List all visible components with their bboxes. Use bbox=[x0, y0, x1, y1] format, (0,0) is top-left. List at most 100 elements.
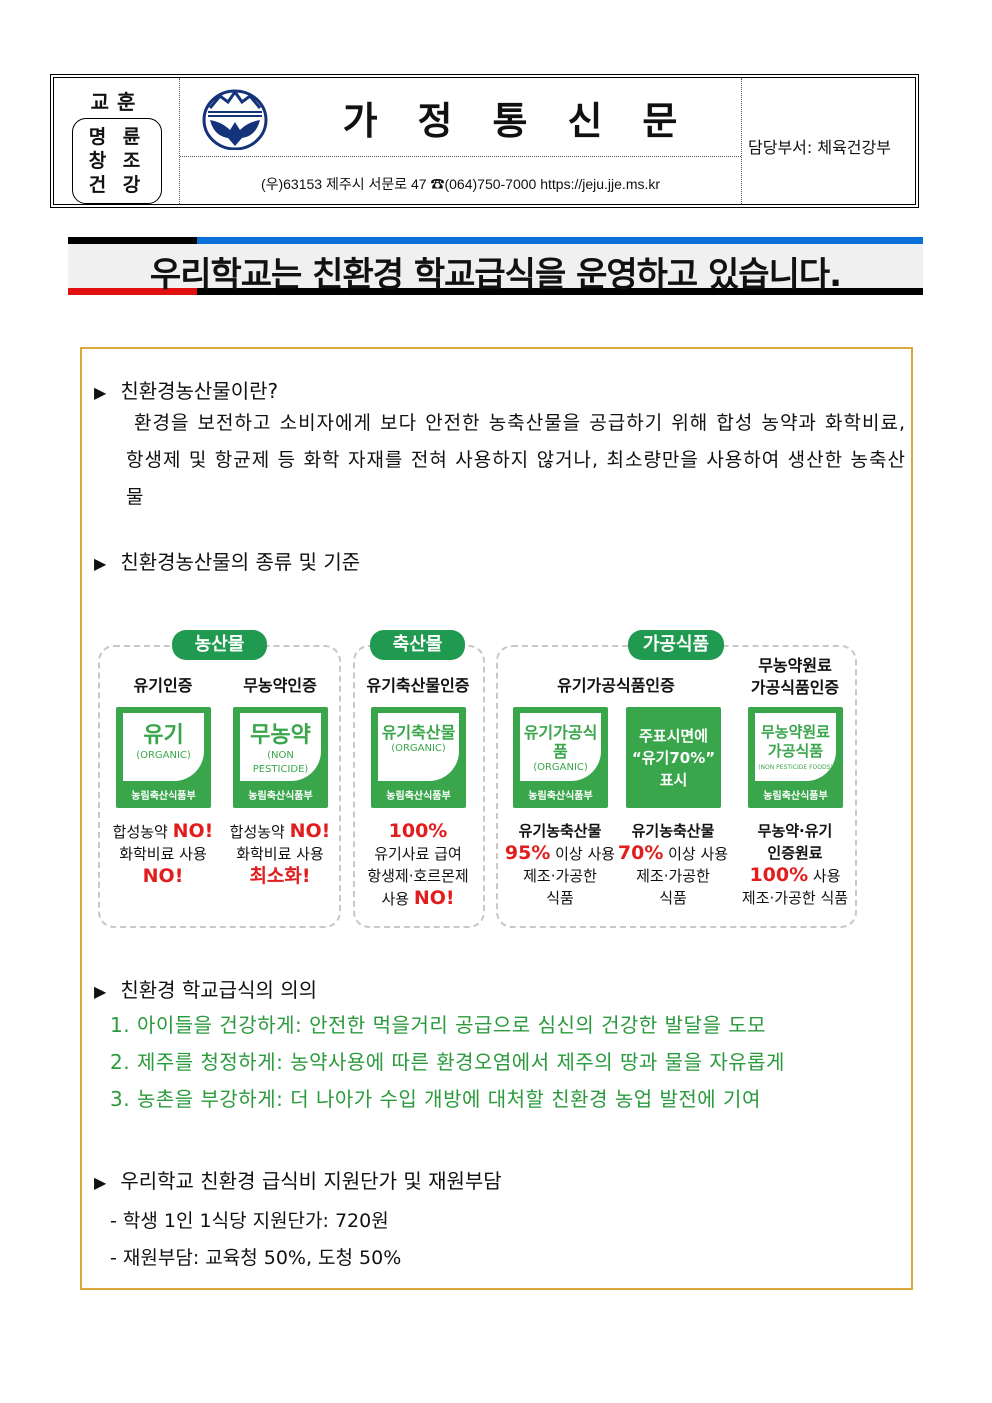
section-heading: ▶ 우리학교 친환경 급식비 지원단가 및 재원부담 bbox=[94, 1165, 502, 1194]
triangle-bullet-icon: ▶ bbox=[94, 982, 107, 1001]
group-tag: 축산물 bbox=[370, 630, 465, 660]
section-heading: ▶ 친환경농산물이란? bbox=[94, 375, 278, 404]
section-heading: ▶ 친환경 학교급식의 의의 bbox=[94, 974, 317, 1003]
highlight-text: NO! bbox=[289, 820, 331, 842]
cert-logo: 무농약(NON PESTICIDE) 농림축산식품부 bbox=[233, 707, 328, 808]
logo-label-area: 유기가공식품(ORGANIC) bbox=[520, 713, 601, 781]
highlight-text: NO! bbox=[413, 887, 455, 909]
cert-criteria: 유기농축산물 70% 이상 사용 제조·가공한 식품 bbox=[603, 820, 743, 909]
group-tag: 가공식품 bbox=[628, 630, 724, 660]
triangle-bullet-icon: ▶ bbox=[94, 554, 107, 573]
logo-text: 유기 bbox=[143, 723, 184, 748]
criteria-text: 사용 제조·가공한 식품 bbox=[741, 867, 849, 907]
cert-logo: 유기가공식품(ORGANIC) 농림축산식품부 bbox=[513, 707, 608, 808]
criteria-text: 유기사료 급여 항생제·호르몬제 사용 bbox=[367, 845, 469, 908]
ministry-label: 농림축산식품부 bbox=[248, 791, 313, 802]
heading-text: 친환경 학교급식의 의의 bbox=[120, 978, 318, 1002]
cert-criteria: 100% 유기사료 급여 항생제·호르몬제 사용 NO! bbox=[348, 820, 488, 910]
heading-text: 우리학교 친환경 급식비 지원단가 및 재원부담 bbox=[120, 1169, 502, 1193]
motto-box: 명 륜 창 조 건 강 bbox=[72, 118, 162, 204]
criteria-text: 합성농약 bbox=[112, 823, 173, 841]
motto-cell: 교훈 명 륜 창 조 건 강 bbox=[54, 78, 180, 204]
logo-text: 무농약원료 가공식품 bbox=[760, 723, 830, 760]
criteria-text: 화학비료 사용 bbox=[119, 845, 207, 863]
newsletter-header: 교훈 명 륜 창 조 건 강 가정통신문 (우)63153 제주시 서문로 47… bbox=[50, 74, 919, 208]
content-box: ▶ 친환경농산물이란? 환경을 보전하고 소비자에게 보다 안전한 농축산물을 공… bbox=[80, 347, 913, 1290]
logo-subtext: (ORGANIC) bbox=[533, 762, 588, 773]
department-cell: 담당부서: 체육건강부 bbox=[742, 78, 915, 204]
triangle-bullet-icon: ▶ bbox=[94, 1173, 107, 1192]
logo-label-area: 유기 (ORGANIC) bbox=[123, 713, 204, 781]
logo-text: 유기가공식품 bbox=[523, 723, 598, 761]
headline: 우리학교는 친환경 학교급식을 운영하고 있습니다. bbox=[149, 255, 842, 295]
highlight-text: 95% bbox=[504, 842, 551, 864]
bar-red bbox=[68, 288, 197, 295]
criteria-text: 화학비료 사용 bbox=[236, 845, 324, 863]
logo-subtext: (NON PESTICIDE FOODS) bbox=[758, 764, 833, 771]
bar-black bbox=[68, 237, 197, 244]
cert-title: 무농약인증 bbox=[243, 676, 317, 695]
criteria-text: 무농약·유기 인증원료 bbox=[757, 822, 833, 862]
school-emblem-icon bbox=[202, 89, 268, 150]
heading-text: 친환경농산물의 종류 및 기준 bbox=[120, 550, 361, 574]
department: 담당부서: 체육건강부 bbox=[748, 138, 891, 157]
highlight-text: 100% bbox=[749, 864, 809, 886]
logo-subtext: (NON PESTICIDE) bbox=[252, 750, 309, 775]
definition-text: 환경을 보전하고 소비자에게 보다 안전한 농축산물을 공급하기 위해 합성 농… bbox=[126, 412, 906, 508]
school-address: (우)63153 제주시 서문로 47 ☎(064)750-7000 https… bbox=[260, 176, 661, 192]
motto-line: 건 강 bbox=[88, 174, 146, 196]
ministry-label: 농림축산식품부 bbox=[131, 791, 196, 802]
cert-criteria: 합성농약 NO! 화학비료 사용 최소화! bbox=[210, 820, 350, 888]
highlight-text: NO! bbox=[172, 820, 214, 842]
group-tag: 농산물 bbox=[172, 630, 267, 660]
cert-criteria: 무농약·유기 인증원료 100% 사용 제조·가공한 식품 bbox=[715, 820, 875, 909]
divider bbox=[180, 156, 741, 157]
bar-black bbox=[197, 288, 923, 295]
logo-label-area: 무농약원료 가공식품 (NON PESTICIDE FOODS) bbox=[755, 713, 836, 781]
ministry-label: 농림축산식품부 bbox=[386, 791, 451, 802]
meaning-item: 2. 제주를 청정하게: 농약사용에 따른 환경오염에서 제주의 땅과 물을 자… bbox=[110, 1050, 785, 1074]
section-heading: ▶ 친환경농산물의 종류 및 기준 bbox=[94, 546, 360, 575]
highlight-text: 70% bbox=[617, 842, 664, 864]
criteria-text: 이상 사용 제조·가공한 식품 bbox=[523, 845, 616, 907]
highlight-text: 100% bbox=[388, 820, 448, 842]
logo-subtext: (ORGANIC) bbox=[391, 743, 446, 754]
logo-subtext: (ORGANIC) bbox=[136, 750, 191, 761]
motto-line: 명 륜 bbox=[88, 126, 146, 148]
headline-banner: 우리학교는 친환경 학교급식을 운영하고 있습니다. bbox=[68, 237, 923, 295]
cert-title: 유기가공식품인증 bbox=[557, 676, 675, 695]
highlight-text: NO! bbox=[142, 865, 184, 887]
motto-label: 교훈 bbox=[90, 90, 144, 114]
logo-label-area: 유기축산물(ORGANIC) bbox=[378, 713, 459, 781]
logo-text: 주표시면에 “유기70%” 표시 bbox=[631, 727, 716, 789]
bar-blue bbox=[197, 237, 923, 244]
cert-title: 유기축산물인증 bbox=[366, 676, 470, 695]
newsletter-title: 가정통신문 bbox=[342, 99, 718, 143]
cert-criteria: 유기농축산물 95% 이상 사용 제조·가공한 식품 bbox=[490, 820, 630, 909]
triangle-bullet-icon: ▶ bbox=[94, 383, 107, 402]
logo-label-area: 무농약(NON PESTICIDE) bbox=[240, 713, 321, 781]
ministry-label: 농림축산식품부 bbox=[528, 791, 593, 802]
support-item: - 재원부담: 교육청 50%, 도청 50% bbox=[110, 1247, 402, 1269]
criteria-text: 유기농축산물 bbox=[631, 822, 715, 840]
criteria-text: 이상 사용 제조·가공한 식품 bbox=[636, 845, 729, 907]
highlight-text: 최소화! bbox=[249, 865, 311, 887]
cert-logo: 무농약원료 가공식품 (NON PESTICIDE FOODS) 농림축산식품부 bbox=[748, 707, 843, 808]
ministry-label: 농림축산식품부 bbox=[763, 791, 828, 802]
cert-logo: 유기축산물(ORGANIC) 농림축산식품부 bbox=[371, 707, 466, 808]
cert-title: 유기인증 bbox=[133, 676, 193, 695]
criteria-text: 유기농축산물 bbox=[518, 822, 602, 840]
cert-logo: 주표시면에 “유기70%” 표시 bbox=[626, 707, 721, 808]
cert-title: 무농약원료 가공식품인증 bbox=[750, 656, 840, 697]
meaning-item: 1. 아이들을 건강하게: 안전한 먹을거리 공급으로 심신의 건강한 발달을 … bbox=[110, 1013, 767, 1037]
motto-line: 창 조 bbox=[88, 150, 146, 172]
meaning-item: 3. 농촌을 부강하게: 더 나아가 수입 개방에 대처할 친환경 농업 발전에… bbox=[110, 1087, 761, 1111]
criteria-text: 합성농약 bbox=[229, 823, 290, 841]
heading-text: 친환경농산물이란? bbox=[120, 379, 279, 403]
cert-logo: 유기 (ORGANIC) 농림축산식품부 bbox=[116, 707, 211, 808]
cert-criteria: 합성농약 NO! 화학비료 사용 NO! bbox=[93, 820, 233, 888]
logo-text: 유기축산물 bbox=[381, 723, 456, 742]
title-cell: 가정통신문 (우)63153 제주시 서문로 47 ☎(064)750-7000… bbox=[180, 78, 742, 204]
support-item: - 학생 1인 1식당 지원단가: 720원 bbox=[110, 1210, 389, 1232]
logo-text: 무농약 bbox=[250, 723, 311, 748]
